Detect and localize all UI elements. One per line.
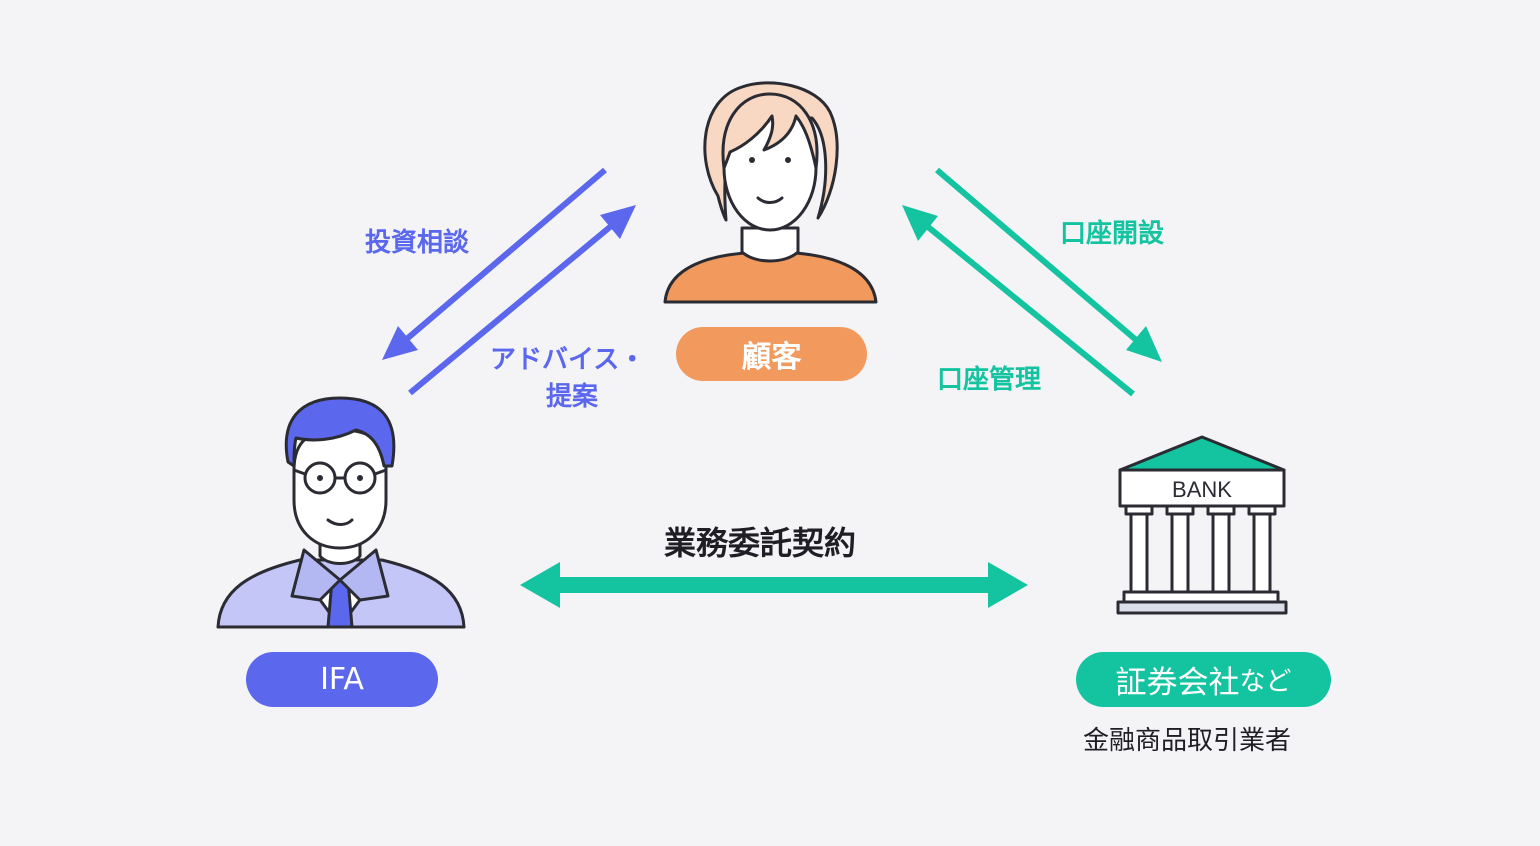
securities-sublabel: 金融商品取引業者 — [1083, 726, 1292, 756]
contract-label: 業務委託契約 — [664, 524, 857, 562]
invest-consult-arrow — [382, 167, 607, 360]
ifa-businessman-icon — [216, 396, 466, 629]
securities-pill: 証券会社など — [1076, 652, 1331, 707]
securities-label: 証券会社 — [1115, 665, 1240, 701]
advice-label-line1: アドバイス・ — [490, 345, 646, 375]
ifa-label: IFA — [320, 662, 364, 697]
customer-label: 顧客 — [741, 340, 802, 375]
customer-pill: 顧客 — [676, 327, 867, 381]
account-open-arrow — [935, 167, 1162, 362]
account-manage-arrow — [902, 205, 1135, 397]
bank-building-icon: BANK — [1116, 435, 1288, 615]
account-open-label: 口座開設 — [1060, 219, 1165, 249]
customer-person-icon — [663, 81, 878, 304]
invest-consult-label: 投資相談 — [365, 228, 470, 258]
bank-sign-text: BANK — [1172, 477, 1232, 502]
ifa-pill: IFA — [246, 652, 438, 707]
securities-label-suffix: など — [1239, 667, 1292, 697]
account-manage-label: 口座管理 — [937, 365, 1042, 395]
contract-double-arrow — [520, 562, 1028, 608]
advice-arrow — [408, 205, 636, 396]
advice-label-line2: 提案 — [546, 382, 599, 412]
